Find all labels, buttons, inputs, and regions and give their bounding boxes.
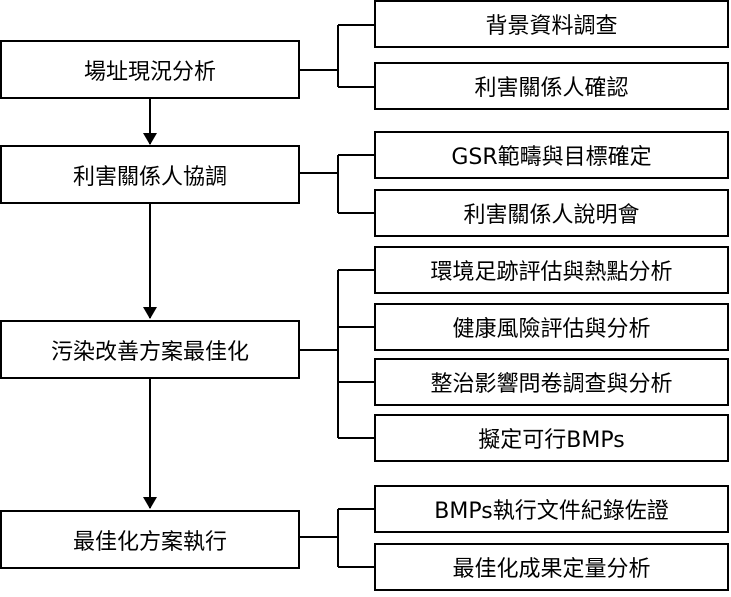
- sub-step-impact-questionnaire: 整治影響問卷調查與分析: [374, 358, 729, 406]
- sub-step-label: BMPs執行文件紀錄佐證: [434, 499, 669, 524]
- sub-step-footprint-hotspot-analysis: 環境足跡評估與熱點分析: [374, 246, 729, 294]
- main-step-optimized-plan-execution: 最佳化方案執行: [0, 510, 300, 569]
- sub-step-stakeholder-meeting: 利害關係人說明會: [374, 189, 729, 237]
- sub-step-label: 利害關係人確認: [474, 76, 629, 101]
- sub-step-bmps-documentation: BMPs執行文件紀錄佐證: [374, 485, 729, 533]
- sub-step-label: 背景資料調查: [485, 14, 618, 39]
- main-step-remediation-optimization: 污染改善方案最佳化: [0, 320, 300, 379]
- arrowhead-1: [143, 133, 157, 145]
- sub-step-label: 利害關係人說明會: [463, 203, 640, 228]
- sub-step-label: 環境足跡評估與熱點分析: [430, 260, 673, 285]
- arrowhead-2: [143, 307, 157, 319]
- main-step-stakeholder-coordination: 利害關係人協調: [0, 145, 300, 204]
- sub-step-gsr-scope-goals: GSR範疇與目標確定: [374, 131, 729, 179]
- sub-step-quantitative-results: 最佳化成果定量分析: [374, 543, 729, 591]
- main-step-site-analysis: 場址現況分析: [0, 40, 300, 99]
- sub-step-health-risk-assessment: 健康風險評估與分析: [374, 303, 729, 351]
- sub-step-label: 最佳化成果定量分析: [452, 557, 651, 582]
- main-step-label: 利害關係人協調: [72, 164, 227, 190]
- sub-step-stakeholder-confirmation: 利害關係人確認: [374, 62, 729, 110]
- main-step-label: 場址現況分析: [83, 59, 216, 85]
- sub-step-label: 健康風險評估與分析: [452, 317, 651, 342]
- sub-step-label: 整治影響問卷調查與分析: [430, 372, 673, 397]
- sub-step-label: GSR範疇與目標確定: [451, 145, 652, 170]
- main-step-label: 污染改善方案最佳化: [50, 339, 249, 365]
- sub-step-label: 擬定可行BMPs: [478, 428, 625, 453]
- arrowhead-3: [143, 497, 157, 509]
- sub-step-background-survey: 背景資料調查: [374, 0, 729, 48]
- main-step-label: 最佳化方案執行: [72, 529, 227, 555]
- sub-step-feasible-bmps: 擬定可行BMPs: [374, 414, 729, 462]
